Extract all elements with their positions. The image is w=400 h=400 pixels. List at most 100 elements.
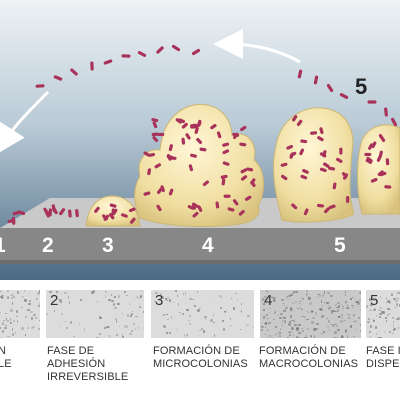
micrograph-speckle xyxy=(340,320,343,324)
micrograph-speckle xyxy=(346,308,350,310)
bacterium xyxy=(292,115,298,122)
micrograph-speckle xyxy=(162,313,166,316)
micrograph-speckle xyxy=(189,315,191,318)
micrograph-speckle xyxy=(230,324,232,326)
micrograph-speckle xyxy=(308,297,311,301)
micrograph-speckle xyxy=(265,290,269,294)
micrograph-speckle xyxy=(334,336,337,338)
micrograph-speckle xyxy=(294,324,297,327)
micrograph-speckle xyxy=(301,308,303,310)
micrograph-speckle xyxy=(165,297,167,300)
micrograph-speckle xyxy=(25,334,27,338)
micrograph-speckle xyxy=(313,328,316,332)
micrograph-phase-1: 1 xyxy=(0,290,40,338)
micrograph-speckle xyxy=(367,320,370,324)
bacteria-group xyxy=(7,44,397,225)
bacterium xyxy=(94,206,100,213)
micrograph-speckle xyxy=(2,322,4,325)
micrograph-speckle xyxy=(328,304,330,307)
micrograph-speckle xyxy=(268,307,271,309)
micrograph-speckle xyxy=(285,306,289,309)
micrograph-speckle xyxy=(376,332,379,335)
micrograph-speckle xyxy=(159,292,163,296)
bacterium xyxy=(222,149,230,155)
micrograph-speckle xyxy=(313,334,315,338)
micrograph-speckle xyxy=(35,316,38,320)
micrograph-speckle xyxy=(292,303,295,305)
micrograph-speckle xyxy=(337,305,341,309)
micrograph-speckle xyxy=(328,307,331,310)
micrograph-speckle xyxy=(327,301,329,305)
micrograph-speckle xyxy=(30,326,34,330)
micrograph-speckle xyxy=(288,331,291,334)
micrograph-speckle xyxy=(262,309,265,311)
panel-number: 5 xyxy=(370,292,379,309)
micrograph-speckle xyxy=(33,314,36,317)
micrograph-speckle xyxy=(392,329,395,332)
micrograph-speckle xyxy=(393,328,397,330)
micrograph-speckle xyxy=(109,335,111,338)
micrograph-speckle xyxy=(204,317,207,320)
micrograph-speckle xyxy=(264,326,267,328)
micrograph-speckle xyxy=(143,310,144,313)
micrograph-speckle xyxy=(198,329,202,331)
micrograph-speckle xyxy=(288,321,291,323)
micrograph-speckle xyxy=(95,337,97,338)
micrograph-speckle xyxy=(247,314,250,318)
micrograph-speckle xyxy=(343,319,347,321)
micrograph-speckle xyxy=(307,296,309,299)
bacterium xyxy=(178,118,186,124)
mature-biofilm-stage-5 xyxy=(273,107,355,223)
bacterium xyxy=(191,48,201,56)
bacterium xyxy=(232,199,239,206)
micrograph-speckle xyxy=(240,310,242,314)
micrograph-speckle xyxy=(263,303,265,306)
micrograph-speckle xyxy=(72,336,75,338)
micrograph-speckle xyxy=(291,320,294,322)
micrograph-speckle xyxy=(269,335,271,337)
micrograph-speckle xyxy=(359,310,361,312)
micrograph-speckle xyxy=(63,292,67,294)
bacterium xyxy=(378,133,386,143)
micrograph-speckle xyxy=(304,315,306,318)
micrograph-speckle xyxy=(391,333,395,335)
micrograph-speckle xyxy=(11,294,14,296)
micrograph-speckle xyxy=(266,337,268,338)
micrograph-speckle xyxy=(330,310,333,314)
bacterium xyxy=(190,153,197,158)
micrograph-speckle xyxy=(54,310,56,313)
bacterium xyxy=(222,142,230,147)
bacterium xyxy=(121,213,128,218)
bacterium xyxy=(339,147,343,155)
micrograph-speckle xyxy=(333,324,336,326)
bacterium xyxy=(35,84,45,88)
bacterium xyxy=(151,132,159,137)
micrograph-speckle xyxy=(99,332,101,335)
micrograph-speckle xyxy=(135,295,139,298)
micrograph-speckle xyxy=(272,298,276,302)
micrograph-speckle xyxy=(297,302,301,304)
micrograph-speckle xyxy=(196,290,198,293)
micrograph-speckle xyxy=(381,311,383,314)
micrograph-speckle xyxy=(315,327,319,331)
micrograph-speckle xyxy=(17,320,19,324)
micrograph-speckle xyxy=(7,319,10,322)
micrograph-speckle xyxy=(11,297,14,299)
bacterium xyxy=(377,170,384,176)
micrograph-speckle xyxy=(280,324,283,326)
micrograph-speckle xyxy=(349,325,352,329)
bacterium xyxy=(286,144,293,150)
micrograph-speckle xyxy=(240,310,242,312)
bacterium xyxy=(238,209,245,216)
micrograph-speckle xyxy=(0,290,3,292)
micrograph-speckle xyxy=(321,332,323,335)
micrograph-speckle xyxy=(221,320,225,322)
micrograph-speckle xyxy=(337,309,339,312)
micrograph-speckle xyxy=(16,309,19,313)
micrograph-speckle xyxy=(387,308,390,311)
micrograph-speckle xyxy=(344,330,347,334)
micrograph-speckle xyxy=(394,299,398,302)
micrograph-speckle xyxy=(360,329,361,333)
bacterium xyxy=(129,217,136,224)
micrograph-speckle xyxy=(261,329,264,332)
